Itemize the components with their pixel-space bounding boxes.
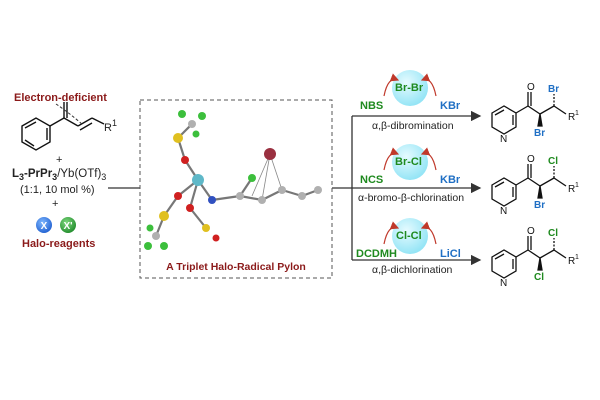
complex-3d-model	[144, 110, 322, 250]
product-beta-halogen: Br	[548, 84, 559, 95]
product-r-label: R	[568, 112, 575, 123]
substrate-r-label: R1	[104, 118, 117, 134]
row3-bubble-label: Cl-Cl	[396, 230, 422, 242]
row2-right-reagent: KBr	[440, 174, 461, 186]
bubble-3	[392, 218, 428, 254]
product-oxygen-label: O	[527, 226, 535, 237]
row3-reaction-name: α,β-dichlorination	[372, 264, 453, 276]
condition-row-3	[383, 218, 437, 254]
product-nitrogen-label: N	[500, 278, 507, 289]
product-r-superscript: 1	[575, 110, 579, 117]
curl-arrow-left-1	[383, 73, 400, 97]
condition-row-2	[383, 144, 437, 180]
plus-sign-1: +	[56, 154, 63, 166]
x-sphere	[36, 217, 52, 233]
yb-atom	[192, 174, 204, 186]
x-label: X	[41, 221, 48, 232]
product-alpha-halogen: Br	[534, 128, 545, 139]
product-nitrogen-label: N	[500, 134, 507, 145]
row1-bubble-label: Br-Br	[395, 82, 424, 94]
bubble-2	[392, 144, 428, 180]
pyridine-ring	[21, 117, 51, 151]
product-r-label: R	[568, 256, 575, 267]
row3-right-reagent: LiCl	[440, 248, 461, 260]
product-beta-halogen: Cl	[548, 156, 558, 167]
row2-left-reagent: NCS	[360, 174, 384, 186]
product-r-label: R	[568, 184, 575, 195]
center-caption: A Triplet Halo-Radical Pylon	[166, 261, 306, 273]
product-r-superscript: 1	[575, 254, 579, 261]
catalyst-line1: L3-PrPr3/Yb(OTf)3	[12, 168, 107, 182]
row2-bubble-label: Br-Cl	[395, 156, 422, 168]
row1-left-reagent: NBS	[360, 100, 384, 112]
product-pyridine-ring	[491, 105, 517, 135]
product-nitrogen-label: N	[500, 206, 507, 217]
halo-reagents-label: Halo-reagents	[22, 238, 96, 250]
row1-right-reagent: KBr	[440, 100, 461, 112]
substrate-structure	[21, 102, 105, 151]
curl-arrow-right-1	[420, 73, 437, 97]
row1-reaction-name: α,β-dibromination	[372, 120, 454, 132]
curl-arrow-left-2	[383, 147, 400, 171]
curl-arrow-right-2	[420, 147, 437, 171]
product-oxygen-label: O	[527, 154, 535, 165]
product-alpha-halogen: Br	[534, 200, 545, 211]
curl-arrow-left-3	[383, 221, 400, 245]
bubble-1	[392, 70, 428, 106]
branch-arrows	[108, 110, 482, 266]
pointer-dashed-line	[55, 103, 83, 125]
x-prime-label: X'	[63, 221, 72, 232]
product-beta-halogen: Cl	[548, 228, 558, 239]
product-r-superscript: 1	[575, 182, 579, 189]
condition-row-1	[383, 70, 437, 106]
x-prime-sphere	[60, 217, 76, 233]
curl-arrow-right-3	[420, 221, 437, 245]
row3-left-reagent: DCDMH	[356, 248, 397, 260]
electron-deficient-label: Electron-deficient	[14, 92, 107, 104]
product-oxygen-label: O	[527, 82, 535, 93]
product-pyridine-ring	[491, 249, 517, 279]
catalyst-line2: (1:1, 10 mol %)	[20, 184, 95, 196]
plus-sign-2: +	[52, 198, 59, 210]
row2-reaction-name: α-bromo-β-chlorination	[358, 192, 465, 204]
center-dashed-box	[139, 99, 333, 279]
bromine-atom	[264, 148, 276, 160]
product-alpha-halogen: Cl	[534, 272, 544, 283]
product-pyridine-ring	[491, 177, 517, 207]
